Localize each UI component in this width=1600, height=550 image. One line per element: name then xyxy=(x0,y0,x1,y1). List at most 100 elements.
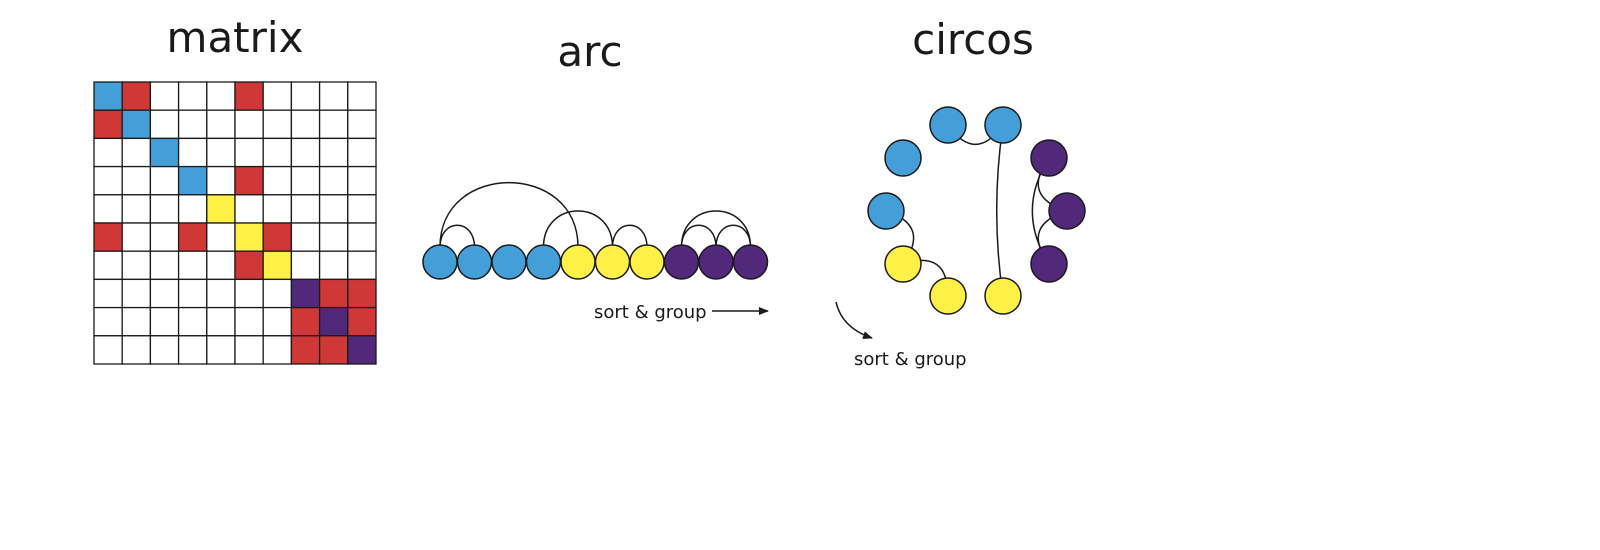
matrix-cell xyxy=(206,306,236,337)
arc-title: arc xyxy=(557,27,622,76)
matrix-cell xyxy=(93,278,123,309)
arc-node xyxy=(560,244,596,280)
matrix-cell xyxy=(234,250,264,281)
matrix-cell xyxy=(318,306,349,337)
matrix-cell xyxy=(262,250,293,281)
arc-nodes xyxy=(422,244,769,280)
matrix-cell xyxy=(262,194,293,224)
arc-links xyxy=(439,181,752,248)
matrix-cell xyxy=(318,81,349,111)
matrix-cell xyxy=(177,81,208,111)
arc-node xyxy=(663,244,700,280)
matrix-cell xyxy=(177,250,208,281)
circos-title: circos xyxy=(912,15,1034,64)
matrix-cell xyxy=(93,109,123,140)
matrix-cell xyxy=(121,278,152,309)
matrix-cell xyxy=(206,250,236,281)
arc-node xyxy=(594,244,631,280)
matrix-cell xyxy=(347,137,377,168)
arc-link xyxy=(542,210,614,248)
arc-node xyxy=(422,244,458,280)
matrix-cell xyxy=(149,81,180,111)
arc-node xyxy=(629,244,665,280)
arc-node xyxy=(456,244,493,280)
matrix-cell xyxy=(262,306,293,337)
matrix-cell xyxy=(262,109,293,140)
matrix-cell xyxy=(262,137,293,168)
arc-link xyxy=(439,224,476,248)
circos-arrow xyxy=(835,301,873,339)
matrix-cell xyxy=(177,306,208,337)
matrix-cell xyxy=(234,165,264,196)
arc-node xyxy=(525,244,562,280)
matrix-cell xyxy=(234,194,264,224)
arc-link xyxy=(680,224,717,248)
matrix-cell xyxy=(177,335,208,365)
matrix-cell xyxy=(290,81,321,111)
matrix-title: matrix xyxy=(167,13,304,62)
matrix-cell xyxy=(318,335,349,365)
matrix-cell xyxy=(93,335,123,365)
matrix-cell xyxy=(121,222,152,252)
matrix-cell xyxy=(121,81,152,111)
matrix-cell xyxy=(93,137,123,168)
matrix-cell xyxy=(318,109,349,140)
circos-node xyxy=(929,277,967,315)
matrix-cell xyxy=(121,137,152,168)
circos-node xyxy=(1030,245,1068,283)
matrix-cell xyxy=(290,278,321,309)
matrix-cell xyxy=(149,222,180,252)
matrix-cell xyxy=(177,137,208,168)
circos-node xyxy=(884,245,922,283)
matrix-cell xyxy=(121,109,152,140)
matrix-cell xyxy=(347,306,377,337)
matrix-cell xyxy=(149,109,180,140)
matrix-cell xyxy=(234,278,264,309)
circos-node xyxy=(984,106,1022,144)
matrix-cell xyxy=(121,165,152,196)
matrix-cell xyxy=(262,81,293,111)
matrix-cell xyxy=(234,222,264,252)
matrix-cell xyxy=(93,165,123,196)
circos-node xyxy=(884,139,922,177)
arc-sort-label: sort & group xyxy=(594,302,707,323)
matrix-cell xyxy=(121,306,152,337)
matrix-cell xyxy=(121,194,152,224)
arc-link xyxy=(680,210,752,248)
matrix-cell xyxy=(318,165,349,196)
circos-node xyxy=(984,277,1022,315)
matrix-cell xyxy=(347,278,377,309)
matrix-cell xyxy=(262,165,293,196)
circos-sort-label: sort & group xyxy=(854,349,967,370)
arc-link xyxy=(439,181,579,248)
matrix-cell xyxy=(347,165,377,196)
matrix-cell xyxy=(262,335,293,365)
matrix-cell xyxy=(93,222,123,252)
matrix-cell xyxy=(206,137,236,168)
matrix-cell xyxy=(290,222,321,252)
circos-node xyxy=(1030,139,1068,177)
matrix-cell xyxy=(290,335,321,365)
matrix-cell xyxy=(93,250,123,281)
matrix-cell xyxy=(290,194,321,224)
matrix-cell xyxy=(262,222,293,252)
matrix-cell xyxy=(93,306,123,337)
matrix-cell xyxy=(347,250,377,281)
matrix-cell xyxy=(347,81,377,111)
matrix-cell xyxy=(121,335,152,365)
circos-node xyxy=(867,192,905,230)
matrix-cell xyxy=(149,335,180,365)
matrix-cell xyxy=(206,278,236,309)
circos-panel: circos sort & group xyxy=(835,15,1086,370)
matrix-cell xyxy=(177,278,208,309)
matrix-cell xyxy=(93,194,123,224)
matrix-cell xyxy=(290,165,321,196)
circos-node xyxy=(929,106,967,144)
matrix-cell xyxy=(149,165,180,196)
arc-link xyxy=(715,224,752,248)
matrix-cell xyxy=(347,222,377,252)
matrix-cell xyxy=(206,109,236,140)
matrix-cell xyxy=(290,109,321,140)
arc-node xyxy=(698,244,734,280)
